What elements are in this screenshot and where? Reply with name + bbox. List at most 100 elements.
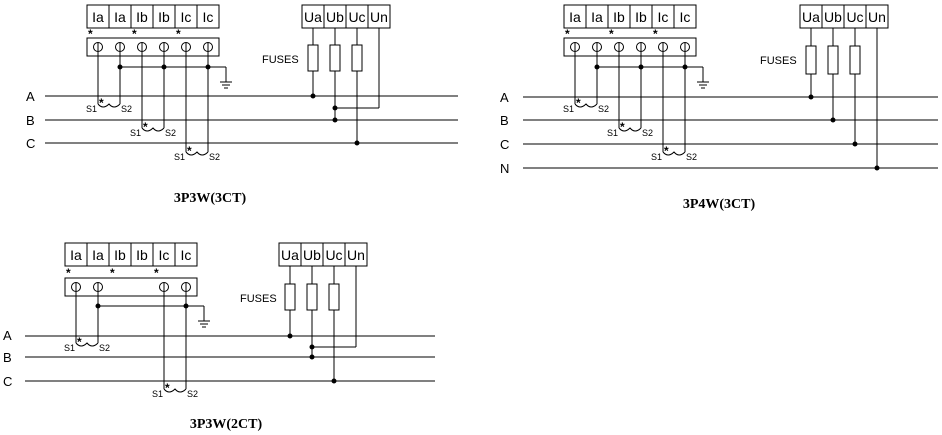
polarity-star-c: *	[653, 27, 658, 41]
ground-icon	[220, 67, 232, 89]
ct-s1-c: S1	[174, 152, 185, 162]
ground-icon	[697, 67, 709, 89]
ct-s1-a: S1	[86, 104, 97, 114]
polarity-star-a: *	[66, 266, 71, 280]
voltage-terminal-block: Ua Ub Uc Un	[301, 4, 391, 29]
ct-star-c: *	[187, 144, 192, 158]
ct-coil-icon-a	[97, 103, 121, 108]
terminal-label-uc: Uc	[325, 247, 342, 263]
ct-s2-b: S2	[642, 128, 653, 138]
terminal-label-ib-2: Ib	[635, 9, 647, 25]
screw-icons	[93, 42, 213, 52]
terminal-label-ic-2: Ic	[203, 9, 214, 25]
terminal-label-un: Un	[868, 9, 886, 25]
terminal-label-uc: Uc	[348, 9, 365, 25]
diagram-3p3w-2ct: Ia Ia Ib Ib Ic Ic * * *	[3, 242, 435, 432]
terminal-label-ib-2: Ib	[158, 9, 170, 25]
ct-star-a: *	[576, 96, 581, 110]
terminal-label-ua: Ua	[802, 9, 820, 25]
ct-s1-a: S1	[64, 343, 75, 353]
terminal-label-ic-2: Ic	[181, 247, 192, 263]
diagram-title: 3P3W(2CT)	[190, 417, 263, 432]
terminal-label-ic-1: Ic	[159, 247, 170, 263]
ct-star-c: *	[664, 144, 669, 158]
current-terminal-block: Ia Ia Ib Ib Ic Ic * * *	[86, 4, 220, 57]
terminal-label-uc: Uc	[846, 9, 863, 25]
terminal-label-ic-1: Ic	[181, 9, 192, 25]
ct-s1-b: S1	[607, 128, 618, 138]
fuse-icons	[307, 28, 380, 143]
power-lines	[45, 93, 458, 146]
ct-s1-b: S1	[130, 128, 141, 138]
ct-coil-icon-c	[662, 151, 686, 156]
polarity-star-b: *	[110, 266, 115, 280]
diagram-3p3w-3ct: Ia Ia Ib Ib Ic Ic * * *	[26, 4, 458, 206]
terminal-label-ic-2: Ic	[680, 9, 691, 25]
ct-s1-a: S1	[563, 104, 574, 114]
terminal-label-ia-2: Ia	[92, 247, 104, 263]
terminal-label-ib-1: Ib	[114, 247, 126, 263]
current-terminal-block: Ia Ia Ib Ib Ic Ic * * *	[64, 242, 198, 297]
line-label-n: N	[500, 161, 509, 176]
ct-star-a: *	[77, 335, 82, 349]
screw-icons	[570, 42, 690, 52]
ct-s2-a: S2	[598, 104, 609, 114]
polarity-star-b: *	[132, 27, 137, 41]
voltage-terminal-block: Ua Ub Uc Un	[799, 4, 889, 29]
ct-s1-c: S1	[152, 389, 163, 399]
polarity-star-c: *	[154, 266, 159, 280]
ct-star-a: *	[99, 96, 104, 110]
polarity-star-b: *	[609, 27, 614, 41]
ct-wiring	[75, 292, 210, 393]
terminal-label-ub: Ub	[326, 9, 344, 25]
polarity-star-a: *	[565, 27, 570, 41]
diagram-title: 3P3W(3CT)	[174, 191, 247, 206]
terminal-label-ia-1: Ia	[569, 9, 581, 25]
terminal-label-ib-2: Ib	[136, 247, 148, 263]
terminal-label-ib-1: Ib	[613, 9, 625, 25]
ct-coil-icon-a	[574, 103, 598, 108]
ct-coil-icon-c	[185, 151, 209, 156]
ct-coil-icon-a	[75, 342, 99, 347]
power-lines	[523, 94, 938, 171]
current-terminal-block: Ia Ia Ib Ib Ic Ic * * *	[563, 4, 697, 57]
terminal-label-ub: Ub	[824, 9, 842, 25]
ct-wiring	[97, 52, 232, 156]
power-lines	[25, 333, 435, 384]
ct-s2-c: S2	[209, 152, 220, 162]
ct-s1-c: S1	[651, 152, 662, 162]
diagram-3p4w-3ct: Ia Ia Ib Ib Ic Ic * * *	[500, 4, 938, 212]
ct-coil-icon-b	[141, 127, 165, 132]
terminal-label-ub: Ub	[303, 247, 321, 263]
line-label-c: C	[26, 136, 35, 151]
terminal-label-ia-2: Ia	[591, 9, 603, 25]
terminal-label-ia-1: Ia	[70, 247, 82, 263]
fuse-icons	[284, 266, 357, 381]
fuses-label: FUSES	[262, 54, 299, 66]
ct-star-c: *	[165, 381, 170, 395]
ct-wiring	[574, 52, 709, 156]
terminal-label-ia-1: Ia	[92, 9, 104, 25]
ct-s2-b: S2	[165, 128, 176, 138]
line-label-a: A	[500, 90, 509, 105]
ct-s2-a: S2	[121, 104, 132, 114]
ct-s2-c: S2	[686, 152, 697, 162]
terminal-label-ua: Ua	[304, 9, 322, 25]
terminal-label-ia-2: Ia	[114, 9, 126, 25]
line-label-c: C	[500, 137, 509, 152]
line-label-c: C	[3, 374, 12, 389]
ground-icon	[198, 306, 210, 328]
screw-row	[86, 37, 220, 57]
line-label-b: B	[3, 350, 12, 365]
ct-star-b: *	[143, 120, 148, 134]
diagram-title: 3P4W(3CT)	[683, 197, 756, 212]
line-label-b: B	[500, 113, 509, 128]
voltage-terminal-block: Ua Ub Uc Un	[278, 242, 368, 267]
ct-s2-a: S2	[99, 343, 110, 353]
polarity-star-a: *	[88, 27, 93, 41]
line-label-b: B	[26, 113, 35, 128]
ct-coil-icon-c	[163, 388, 187, 393]
terminal-label-ic-1: Ic	[658, 9, 669, 25]
fuses-label: FUSES	[760, 55, 797, 67]
